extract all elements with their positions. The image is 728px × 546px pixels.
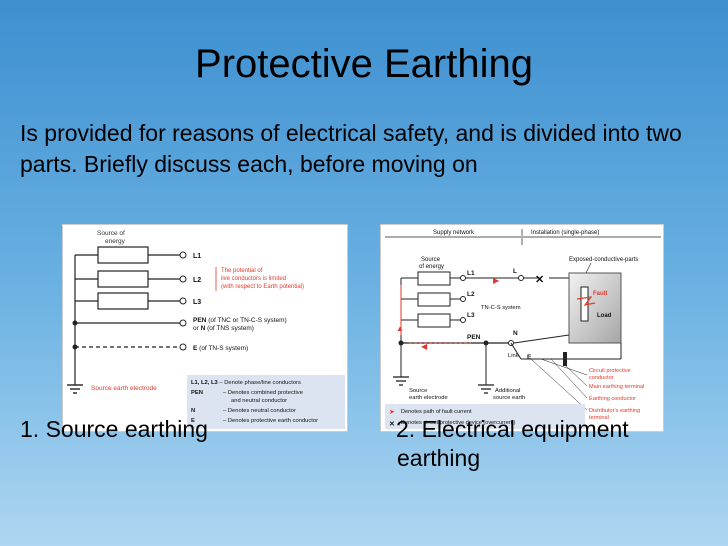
main-earthing-terminal-label: Main earthing terminal [589,384,644,390]
e-desc: (of TN-S system) [199,345,248,352]
label-l1: L1 [193,253,201,260]
source-of-energy-2: of energy [419,264,444,270]
svg-text:▶: ▶ [493,276,500,285]
earthing-conductor-label: Earthing conductor [589,396,636,402]
link-label: Link [508,353,519,359]
cpc-label-1: Circuit protective [589,368,631,374]
equipment-earthing-diagram: Supply network Installation (single-phas… [380,224,664,432]
legend-l123-text: – Denote phase/line conductors [219,380,301,386]
svg-text:◀: ◀ [421,342,428,351]
body-text: Is provided for reasons of electrical sa… [20,120,682,177]
svg-text:PEN (of TNC or TN-C-S system): PEN (of TNC or TN-C-S system) [193,317,287,324]
protective-device-cross-icon: ✕ [535,274,544,286]
r-winding-3 [417,313,451,328]
e-label: E [193,345,198,352]
label-l3: L3 [193,299,201,306]
exposed-parts-label: Exposed-conductive-parts [569,257,638,263]
load-label: Load [597,313,612,319]
winding-3 [97,292,149,310]
source-label-2: energy [105,238,126,245]
legend-e-key: E [191,418,195,424]
caption-equipment-line2: earthing [397,445,481,471]
legend-l123-key: L1, L2, L3 [191,380,219,386]
or-text: or [193,325,200,332]
dist-earthing-terminal-2: terminal [589,415,609,421]
svg-text:or N (of TNS system): or N (of TNS system) [193,325,254,332]
r-label-pen: PEN [467,334,481,341]
n-desc: (of TNS system) [207,325,254,332]
pen-label: PEN [193,317,207,324]
legend-e-text: – Denotes protective earth conductor [223,418,318,424]
svg-text:E (of TN-S system): E (of TN-S system) [193,345,248,352]
caption-equipment-earthing: 2. Electrical equipment earthing [396,415,629,473]
source-electrode-label-1: Source [409,388,427,394]
fault-label: Fault [593,291,607,297]
legend-device-text: Denotes circuit-protective device (overc… [401,420,516,426]
r-winding-2 [417,292,451,307]
slide-title: Protective Earthing [195,42,533,86]
legend-fault-text: Denotes path of fault current [401,409,472,415]
pen-desc: (of TNC or TN-C-S system) [208,317,287,324]
installation-label: Installation (single-phase) [531,230,599,236]
winding-2 [97,270,149,288]
caption-source-earthing: 1. Source earthing [20,416,208,442]
tncs-label: TN-C-S system [481,305,521,311]
legend-pen-text: – Denotes combined protective [223,390,303,396]
protective-device-legend-icon: ✕ [389,421,395,428]
label-l2: L2 [193,277,201,284]
source-label-1: Source of [97,230,125,237]
source-electrode-label-2: earth electrode [409,395,448,401]
load-enclosure [568,272,622,344]
r-winding-1 [417,271,451,286]
r-label-l2: L2 [467,291,475,298]
svg-text:L1, L2, L3 – Denote phase/line: L1, L2, L3 – Denote phase/line conductor… [191,380,301,386]
r-label-l1: L1 [467,270,475,277]
source-of-energy-1: Source [421,257,441,263]
additional-earth-label-1: Additional [495,388,520,394]
left-legend [187,375,345,429]
cpc-label-2: conductor [589,375,614,381]
caption-equipment-line1: 2. Electrical equipment [396,416,629,442]
winding-1 [97,246,149,264]
legend-pen-text-2: and neutral conductor [231,398,287,404]
fault-path-arrow-icon: ➤ [389,409,395,416]
r-label-n: N [513,330,518,337]
r-label-l3: L3 [467,312,475,319]
svg-text:▲: ▲ [396,324,404,333]
main-earthing-terminal [563,352,567,366]
supply-network-label: Supply network [433,230,475,236]
n-label: N [201,325,206,332]
r-label-l: L [513,268,517,275]
source-earthing-diagram: Source of energy L1 L2 L3 The potential … [62,224,348,432]
r-label-e: E [527,354,532,361]
source-earth-electrode-label: Source earth electrode [91,385,157,392]
potential-note-2: live conductors is limited [221,276,286,282]
additional-earth-label-2: source earth [493,395,525,401]
right-legend [385,404,585,429]
legend-pen-key: PEN [191,390,203,396]
potential-note-1: The potential of [221,268,263,274]
dist-earthing-terminal-1: Distributor's earthing [589,408,640,414]
legend-n-text: – Denotes neutral conductor [223,408,296,414]
potential-note-3: (with respect to Earth potential) [221,284,304,290]
legend-n-key: N [191,408,195,414]
